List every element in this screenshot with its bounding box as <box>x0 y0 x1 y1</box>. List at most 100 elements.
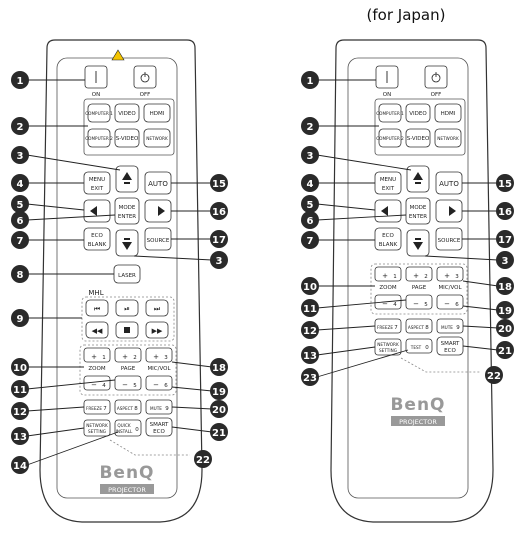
eco-label: ECO <box>91 233 103 239</box>
svg-text:3: 3 <box>216 256 223 267</box>
video-button[interactable] <box>114 103 140 123</box>
svg-text:MUTE: MUTE <box>441 325 453 330</box>
jp-projector-tag <box>391 416 445 426</box>
computer1-label: COMPUTER 1 <box>85 111 113 116</box>
svg-text:17: 17 <box>498 235 512 246</box>
svg-text:NETWORK: NETWORK <box>86 423 108 428</box>
network-button[interactable] <box>143 128 171 148</box>
jp-mode-enter-button[interactable] <box>405 197 431 225</box>
menu-label: MENU <box>89 177 105 183</box>
hdmi-label: HDMI <box>150 111 165 117</box>
jp-eco-blank-button[interactable] <box>374 227 402 251</box>
svg-text:17: 17 <box>212 235 226 246</box>
svg-text:13: 13 <box>13 432 27 443</box>
jp-hdmi-button[interactable] <box>434 103 462 123</box>
right-remote: ON OFF COMPUTER 1 VIDEO HDMI COMPUTER 2 … <box>330 39 494 523</box>
jp-page-minus-button[interactable] <box>405 294 433 310</box>
svg-text:3: 3 <box>17 151 24 162</box>
jp-video-button[interactable] <box>405 103 431 123</box>
projector-tag <box>100 484 154 494</box>
svg-text:PROJECTOR: PROJECTOR <box>108 486 146 494</box>
svg-text:8: 8 <box>17 270 24 281</box>
svg-text:5: 5 <box>17 200 24 211</box>
svideo-button[interactable] <box>114 128 140 148</box>
jp-network-button[interactable] <box>434 128 462 148</box>
aspect-button[interactable] <box>114 399 142 415</box>
svg-text:15: 15 <box>498 179 512 190</box>
svg-text:SMART: SMART <box>441 341 460 347</box>
mhl-rewind-button[interactable] <box>85 321 109 339</box>
svg-text:7: 7 <box>307 236 314 247</box>
svg-text:MODE: MODE <box>410 205 427 211</box>
page-plus-button[interactable] <box>114 347 142 363</box>
svg-text:18: 18 <box>212 363 226 374</box>
vol-minus-button[interactable] <box>145 375 173 391</box>
mhl-forward-button[interactable] <box>145 321 169 339</box>
mhl-next-button[interactable] <box>145 299 169 317</box>
svg-text:INSTALL: INSTALL <box>116 429 133 434</box>
svg-text:1: 1 <box>17 76 24 87</box>
svg-text:4: 4 <box>307 179 314 190</box>
page-minus-button[interactable] <box>114 375 142 391</box>
callout-10 <box>11 358 29 376</box>
svg-text:⏯: ⏯ <box>124 305 130 313</box>
power-off-label: OFF <box>140 92 151 98</box>
vol-plus-button[interactable] <box>145 347 173 363</box>
mhl-play-pause-button[interactable] <box>115 299 139 317</box>
quick-install-button[interactable] <box>114 419 142 437</box>
svg-text:20: 20 <box>212 405 226 416</box>
callout-15 <box>210 174 228 192</box>
jp-computer1-button[interactable] <box>378 103 402 123</box>
svg-text:S-VIDEO: S-VIDEO <box>407 136 430 142</box>
svg-text:23: 23 <box>303 373 317 384</box>
jp-vol-minus-button[interactable] <box>436 294 464 310</box>
callout-5 <box>11 195 29 213</box>
jp-page-plus-button[interactable] <box>405 266 433 282</box>
enter-label: ENTER <box>118 214 136 220</box>
laser-label: LASER <box>118 273 136 279</box>
svg-text:21: 21 <box>212 428 226 439</box>
svg-text:MUTE: MUTE <box>150 406 162 411</box>
svg-text:ECO: ECO <box>153 429 165 435</box>
svg-text:EXIT: EXIT <box>382 186 395 192</box>
svg-text:12: 12 <box>13 407 27 418</box>
callout-22 <box>194 450 212 468</box>
svideo-label: S-VIDEO <box>116 136 139 142</box>
video-label: VIDEO <box>118 111 136 117</box>
svg-text:COMPUTER 1: COMPUTER 1 <box>376 111 404 116</box>
svg-text:+: + <box>153 353 159 361</box>
eco-blank-button[interactable] <box>83 227 111 251</box>
svg-text:+: + <box>382 272 388 280</box>
jp-svideo-button[interactable] <box>405 128 431 148</box>
jp-computer2-button[interactable] <box>378 128 402 148</box>
jp-vol-plus-button[interactable] <box>436 266 464 282</box>
svg-text:ECO: ECO <box>444 348 456 354</box>
zoom-plus-button[interactable] <box>83 347 111 363</box>
mode-enter-button[interactable] <box>114 197 140 225</box>
mhl-group-frame <box>81 296 175 342</box>
svg-text:▶▶: ▶▶ <box>152 327 163 335</box>
jp-zoom-plus-button[interactable] <box>374 266 402 282</box>
right-remote-inner-frame <box>347 57 469 499</box>
svg-text:12: 12 <box>303 326 317 337</box>
mhl-prev-button[interactable] <box>85 299 109 317</box>
callout-19 <box>210 382 228 400</box>
svg-text:QUICK: QUICK <box>117 423 131 428</box>
svg-text:3: 3 <box>455 274 459 280</box>
callout-18 <box>210 358 228 376</box>
svg-text:9: 9 <box>165 406 169 412</box>
svg-text:4: 4 <box>17 179 24 190</box>
computer1-button[interactable] <box>87 103 111 123</box>
hdmi-button[interactable] <box>143 103 171 123</box>
callout-12 <box>11 402 29 420</box>
svg-text:5: 5 <box>424 302 428 308</box>
jp-aspect-button[interactable] <box>405 318 433 334</box>
callout-14 <box>11 456 29 474</box>
jp-test-button[interactable] <box>405 338 433 354</box>
computer2-button[interactable] <box>87 128 111 148</box>
callout-11 <box>11 380 29 398</box>
svg-text:6: 6 <box>164 383 168 389</box>
svg-text:11: 11 <box>303 304 317 315</box>
callout-6 <box>11 211 29 229</box>
